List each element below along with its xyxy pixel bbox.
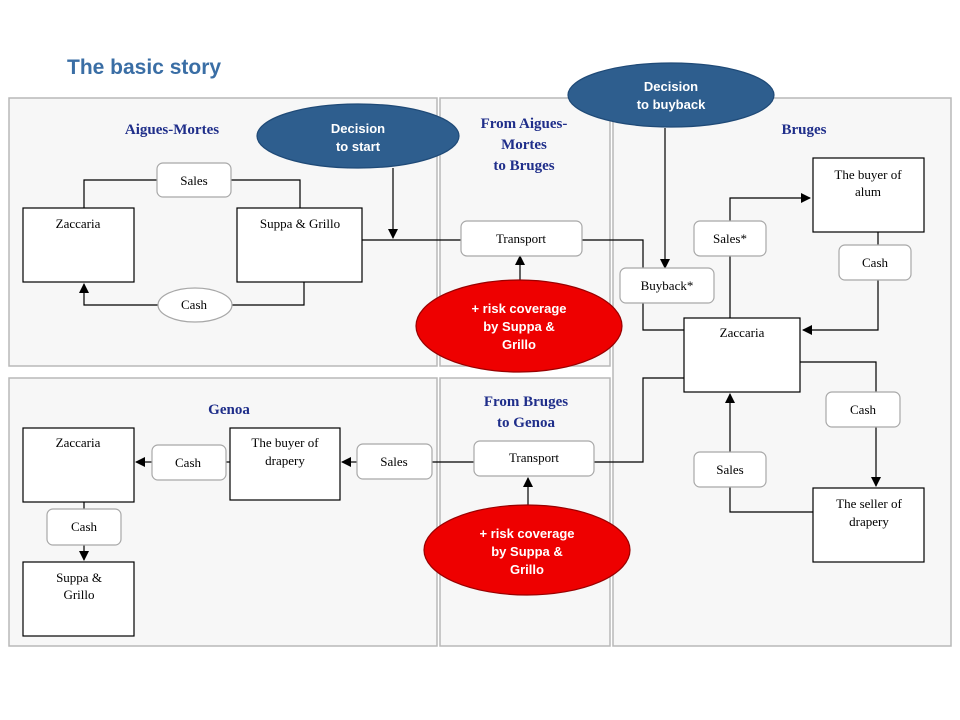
node-cash-genoa-2-label: Cash bbox=[71, 519, 98, 534]
node-suppa-grillo-genoa bbox=[22, 561, 135, 637]
node-cash-bruges-mid bbox=[825, 391, 901, 428]
callout-decision-buyback-2: to buyback bbox=[637, 97, 706, 112]
node-buyback bbox=[619, 267, 715, 304]
node-buyer-alum bbox=[812, 157, 925, 233]
node-suppa-grillo-genoa-label-1: Suppa & bbox=[56, 570, 102, 585]
node-buyer-alum-label-2: alum bbox=[855, 184, 881, 199]
node-cash-genoa-2 bbox=[46, 508, 122, 546]
node-buyer-alum-label-1: The buyer of bbox=[834, 167, 902, 182]
node-buyer-drapery-label-2: drapery bbox=[265, 453, 305, 468]
callout-decision-start-2: to start bbox=[336, 139, 381, 154]
page-title: The basic story bbox=[67, 56, 222, 79]
panel-title-from-am-1: From Aigues- bbox=[481, 116, 568, 132]
node-sales-bruges-label: Sales bbox=[716, 462, 743, 477]
node-buyer-drapery bbox=[229, 427, 341, 501]
callout-risk-2-line-2: by Suppa & bbox=[491, 544, 563, 559]
node-buyer-drapery-label-1: The buyer of bbox=[251, 435, 319, 450]
node-cash-bruges-mid-label: Cash bbox=[850, 402, 877, 417]
node-zaccaria-am bbox=[22, 207, 135, 283]
node-cash-genoa bbox=[151, 444, 227, 481]
node-zaccaria-genoa-label: Zaccaria bbox=[56, 435, 101, 450]
panel-title-from-am-3: to Bruges bbox=[493, 158, 554, 174]
callout-risk-2-line-1: + risk coverage bbox=[479, 526, 574, 541]
callout-decision-buyback-1: Decision bbox=[644, 79, 698, 94]
callout-decision-start-1: Decision bbox=[331, 121, 385, 136]
node-seller-drapery-label-2: drapery bbox=[849, 514, 889, 529]
node-cash-bruges-top bbox=[838, 244, 912, 281]
node-zaccaria-genoa bbox=[22, 427, 135, 503]
node-zaccaria-bruges-label: Zaccaria bbox=[720, 325, 765, 340]
node-suppa-grillo-am bbox=[236, 207, 363, 283]
node-sales-bruges bbox=[693, 451, 767, 488]
node-seller-drapery-label-1: The seller of bbox=[836, 496, 902, 511]
panel-title-aigues-mortes: Aigues-Mortes bbox=[125, 122, 219, 138]
node-suppa-grillo-genoa-label-2: Grillo bbox=[63, 587, 94, 602]
panel-title-from-bruges-2: to Genoa bbox=[497, 415, 555, 431]
node-sales-star bbox=[693, 220, 767, 257]
callout-decision-start bbox=[256, 103, 460, 169]
node-cash-bruges-top-label: Cash bbox=[862, 255, 889, 270]
node-cash-am bbox=[157, 287, 233, 323]
node-suppa-grillo-am-label: Suppa & Grillo bbox=[260, 216, 340, 231]
node-transport-1-label: Transport bbox=[496, 231, 546, 246]
node-cash-am-label: Cash bbox=[181, 297, 208, 312]
node-transport-2-label: Transport bbox=[509, 450, 559, 465]
node-transport-1 bbox=[460, 220, 583, 257]
node-zaccaria-bruges bbox=[683, 317, 801, 393]
callout-risk-2-line-3: Grillo bbox=[510, 562, 544, 577]
callout-risk-1-line-2: by Suppa & bbox=[483, 319, 555, 334]
node-seller-drapery bbox=[812, 487, 925, 563]
callout-decision-buyback bbox=[567, 62, 775, 128]
node-zaccaria-am-label: Zaccaria bbox=[56, 216, 101, 231]
panel-title-bruges: Bruges bbox=[782, 122, 827, 138]
node-cash-genoa-label: Cash bbox=[175, 455, 202, 470]
callout-risk-1 bbox=[415, 279, 623, 373]
node-sales-am-label: Sales bbox=[180, 173, 207, 188]
node-sales-genoa-label: Sales bbox=[380, 454, 407, 469]
panel-title-from-bruges-1: From Bruges bbox=[484, 394, 568, 410]
panel-title-genoa: Genoa bbox=[208, 402, 250, 418]
node-buyback-label: Buyback* bbox=[641, 278, 694, 293]
node-sales-genoa bbox=[356, 443, 433, 480]
callout-risk-1-line-3: Grillo bbox=[502, 337, 536, 352]
callout-risk-1-line-1: + risk coverage bbox=[471, 301, 566, 316]
node-transport-2 bbox=[473, 440, 595, 477]
callout-risk-2 bbox=[423, 504, 631, 596]
node-sales-am bbox=[156, 162, 232, 198]
node-sales-star-label: Sales* bbox=[713, 231, 747, 246]
panel-title-from-am-2: Mortes bbox=[501, 137, 547, 153]
